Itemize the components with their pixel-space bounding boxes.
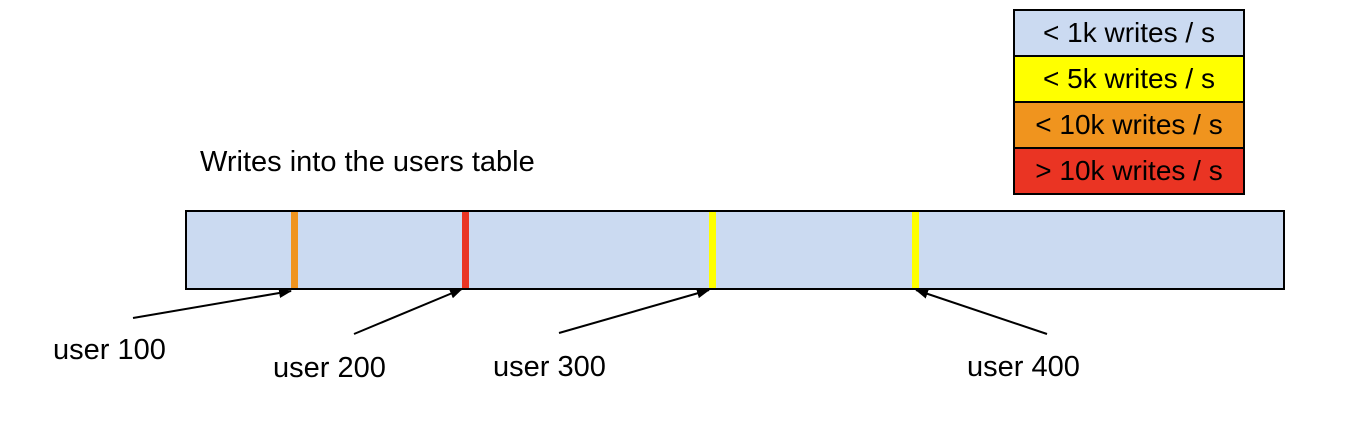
hotspot-marker-user-100 (291, 212, 298, 288)
diagram-title: Writes into the users table (200, 146, 535, 178)
hotspot-marker-user-200 (462, 212, 469, 288)
users-table-bar (185, 210, 1285, 290)
arrow-user-300 (558, 288, 710, 334)
hotspot-marker-user-400 (912, 212, 919, 288)
legend-item-label: < 5k writes / s (1043, 63, 1215, 94)
user-label-300: user 300 (493, 351, 606, 383)
legend-item-lt-10k: < 10k writes / s (1013, 101, 1245, 149)
arrow-user-400 (915, 289, 1048, 335)
user-label-200: user 200 (273, 352, 386, 384)
user-label-400: user 400 (967, 351, 1080, 383)
hotspot-marker-user-300 (709, 212, 716, 288)
legend-item-lt-1k: < 1k writes / s (1013, 9, 1245, 57)
legend-item-label: < 10k writes / s (1035, 109, 1223, 140)
arrow-user-200 (353, 288, 463, 335)
legend-item-label: > 10k writes / s (1035, 155, 1223, 186)
legend-item-label: < 1k writes / s (1043, 17, 1215, 48)
arrow-user-100 (132, 288, 292, 319)
user-label-100: user 100 (53, 334, 166, 366)
legend-item-lt-5k: < 5k writes / s (1013, 55, 1245, 103)
legend: < 1k writes / s < 5k writes / s < 10k wr… (1013, 9, 1245, 195)
legend-item-gt-10k: > 10k writes / s (1013, 147, 1245, 195)
